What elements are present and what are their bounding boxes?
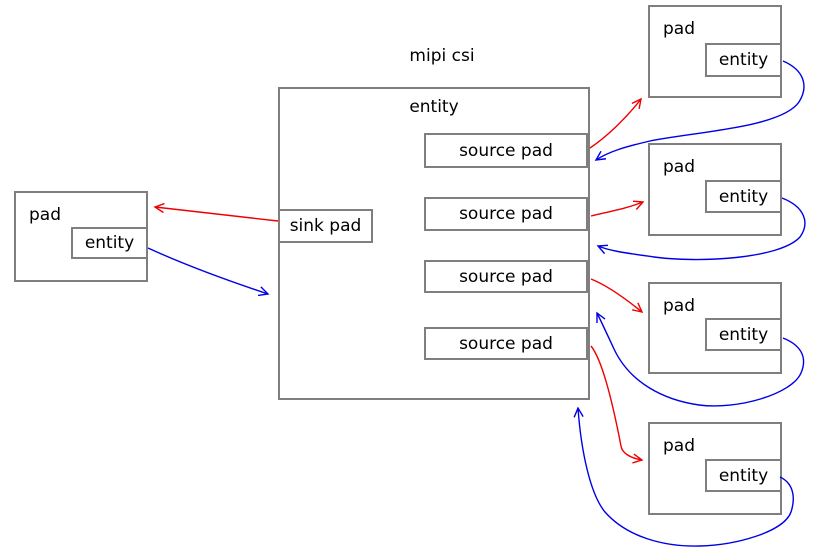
source-pad-4-label: source pad <box>459 333 553 354</box>
mipi-csi-entity-label: entity <box>409 97 459 117</box>
blue-link-left-entity-to-mipi-csi <box>147 247 270 297</box>
red-link-source1-to-pad1 <box>589 97 642 149</box>
source-pad-4-box: source pad <box>424 327 588 360</box>
right-entity-2-label: entity <box>718 186 769 207</box>
red-link-source3-to-pad3 <box>590 278 644 313</box>
red-link-source4-to-pad4 <box>590 345 644 464</box>
sink-pad-label: sink pad <box>289 216 362 236</box>
right-entity-4-box: entity <box>705 459 782 492</box>
source-pad-1-label: source pad <box>459 140 553 161</box>
left-entity-label: entity <box>84 233 135 253</box>
sink-pad-box: sink pad <box>278 209 373 243</box>
right-pad-2-label: pad <box>663 157 695 177</box>
right-pad-1-label: pad <box>663 19 695 39</box>
red-link-sink-to-left-pad <box>153 202 279 222</box>
right-entity-2-box: entity <box>705 180 782 213</box>
left-pad-label: pad <box>29 205 61 225</box>
right-pad-3-label: pad <box>663 296 695 316</box>
right-entity-3-box: entity <box>705 318 782 351</box>
diagram-title: mipi csi <box>409 46 475 66</box>
source-pad-3-label: source pad <box>459 266 553 287</box>
left-entity-box: entity <box>71 227 148 259</box>
right-entity-4-label: entity <box>718 465 769 486</box>
right-entity-1-label: entity <box>718 50 769 70</box>
source-pad-3-box: source pad <box>424 260 588 293</box>
right-pad-4-label: pad <box>663 436 695 456</box>
source-pad-1-box: source pad <box>424 133 588 168</box>
source-pad-2-box: source pad <box>424 197 588 231</box>
right-entity-3-label: entity <box>718 324 769 345</box>
source-pad-2-label: source pad <box>459 204 553 224</box>
red-link-source2-to-pad2 <box>590 200 645 217</box>
right-entity-1-box: entity <box>705 43 782 77</box>
